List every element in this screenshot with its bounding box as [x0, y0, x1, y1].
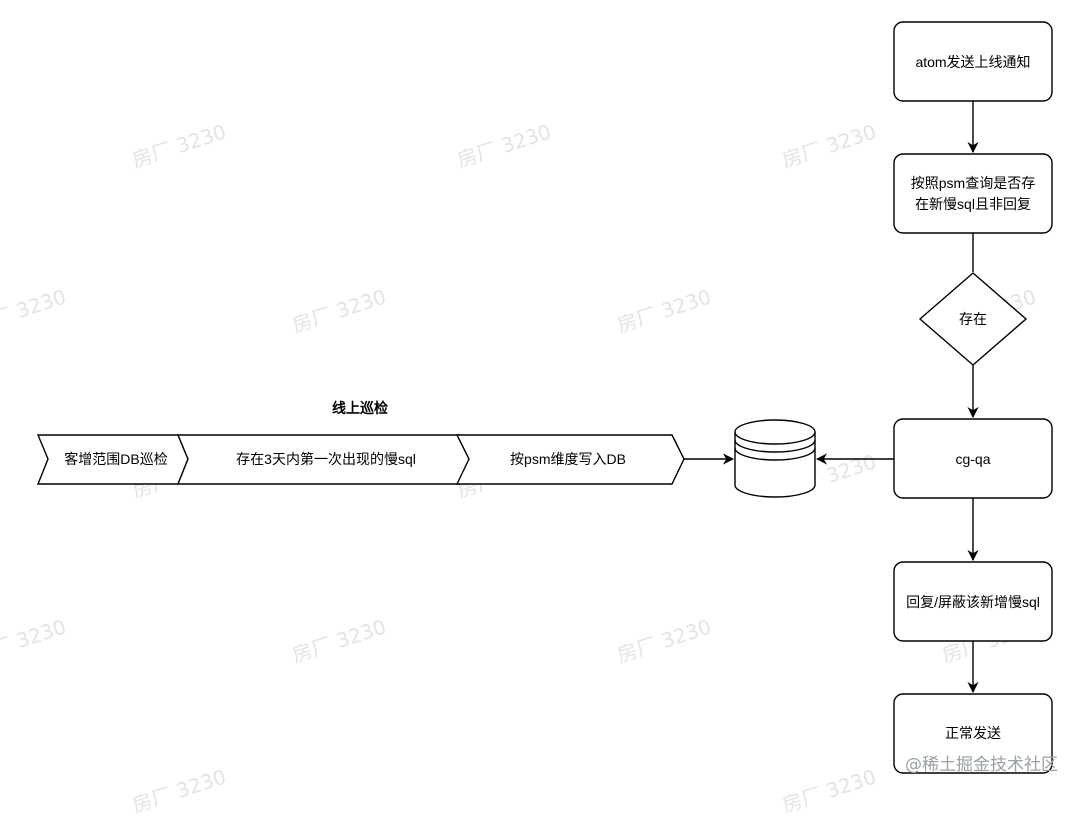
send-normal-box	[893, 693, 1053, 774]
chevron-step-3	[455, 434, 685, 485]
chevron-step-3-label: 按psm维度写入DB	[510, 451, 626, 467]
query-psm-label-line2: 在新慢sql且非回复	[915, 196, 1031, 212]
source-credit: @稀土掘金技术社区	[905, 755, 1058, 775]
chevron-step-2-label: 存在3天内第一次出现的慢sql	[236, 451, 416, 467]
chevron-step-1-label: 客增范围DB巡检	[64, 451, 167, 467]
atom-notify-label: atom发送上线通知	[915, 54, 1030, 70]
query-psm-label-line1: 按照psm查询是否存	[911, 175, 1035, 191]
reply-block-label: 回复/屏蔽该新增慢sql	[906, 594, 1040, 610]
diagram-canvas: 房厂 3230 房厂 3230 房厂 3230 房厂 3230 房厂 3230 …	[0, 21, 1058, 817]
cg-qa-label: cg-qa	[955, 451, 990, 467]
section-title: 线上巡检	[332, 400, 388, 416]
database-icon	[734, 419, 816, 498]
query-psm-box	[893, 153, 1053, 234]
flowchart-svg: 线上巡检 客增范围DB巡检 存在3天内第一次出现的慢sql 按psm维度写入DB…	[36, 21, 1053, 774]
decision-exists-label: 存在	[959, 311, 987, 327]
send-normal-label: 正常发送	[945, 725, 1001, 741]
